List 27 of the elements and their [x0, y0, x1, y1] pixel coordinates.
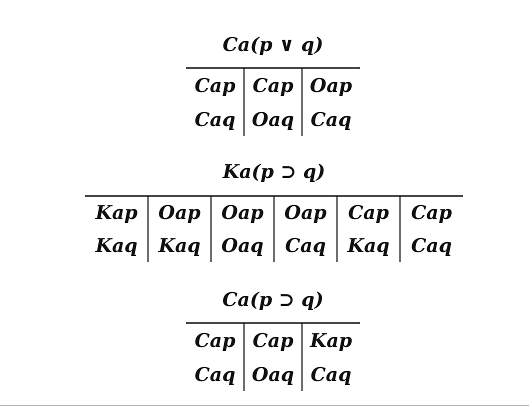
formula: Kaq [94, 234, 139, 258]
formula: Caq [310, 108, 352, 132]
formula: Cap [194, 74, 236, 98]
formula: Kaq [346, 234, 391, 258]
formula: Oap [308, 74, 354, 98]
formula: Oaq [250, 108, 296, 132]
formula: Caq [194, 108, 236, 132]
formula: Kap [94, 201, 139, 225]
formula: Oaq [220, 234, 265, 258]
table-heading: Ca(p ∨ q) [222, 33, 324, 57]
formula: Cap [252, 74, 294, 98]
formula: Cap [252, 329, 294, 353]
formula: Kap [308, 329, 354, 353]
formula: Oap [220, 201, 265, 225]
table-heading: Ka(p ⊃ q) [221, 160, 326, 184]
formula: Caq [284, 234, 327, 258]
formula: Oaq [250, 363, 296, 387]
formula: Cap [194, 329, 236, 353]
formula: Oap [157, 201, 202, 225]
formula: Caq [410, 234, 453, 258]
formula: Caq [310, 363, 352, 387]
formula: Kaq [157, 234, 202, 258]
formula: Oap [283, 201, 328, 225]
formula: Caq [194, 363, 236, 387]
formula: Cap [347, 201, 390, 225]
table-heading: Ca(p ⊃ q) [221, 288, 325, 312]
formula: Cap [410, 201, 453, 225]
